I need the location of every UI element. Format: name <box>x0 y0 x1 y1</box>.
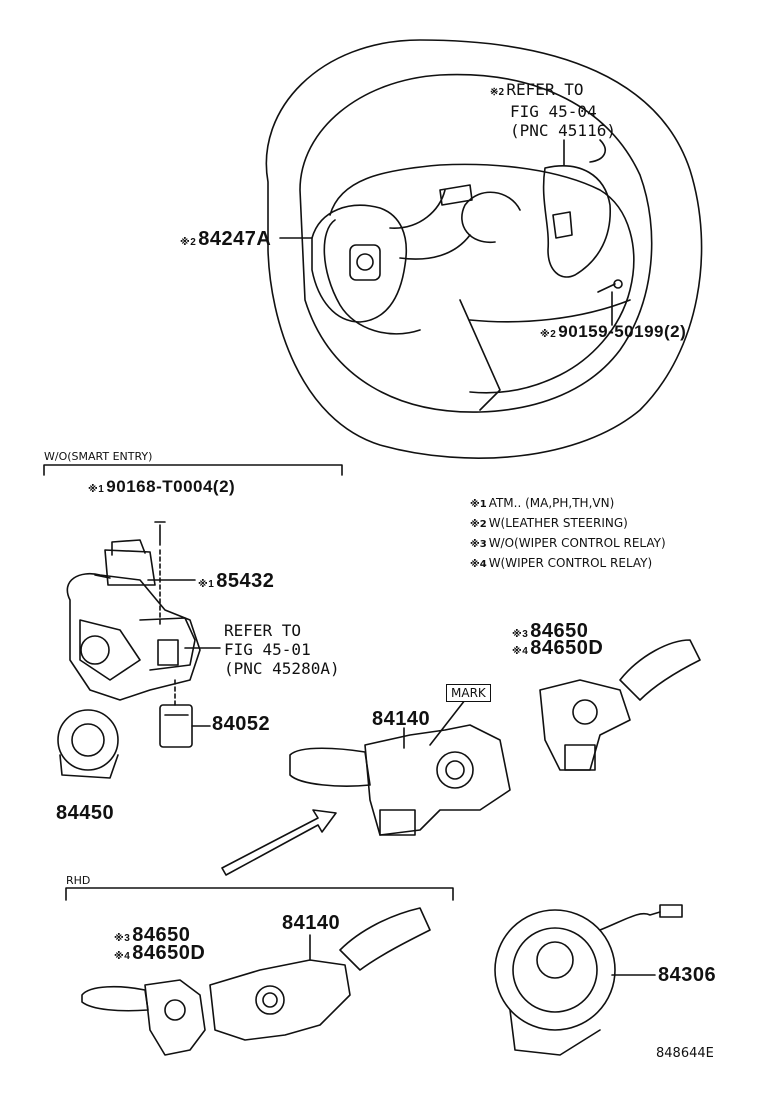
rhd-combination-switch <box>209 907 431 1041</box>
legend-mark: ※1 <box>470 499 487 510</box>
legend-text: W(LEATHER STEERING) <box>488 516 628 530</box>
legend-mark: ※2 <box>470 519 487 530</box>
ignition-lock-assembly <box>66 573 201 701</box>
ref-line2: FIG 45-04 <box>510 102 597 121</box>
part-84140[interactable]: 84140 <box>372 708 431 730</box>
part-number: 84650 <box>530 620 589 642</box>
steering-wheel <box>265 39 703 459</box>
leader-ref-4504 <box>563 139 606 166</box>
lock-85432 <box>94 539 156 586</box>
direction-arrow <box>221 809 337 876</box>
part-number: 90168-T0004(2) <box>106 477 236 496</box>
ignition-84450 <box>57 709 119 779</box>
legend-text: W/O(WIPER CONTROL RELAY) <box>488 536 666 550</box>
part-84306[interactable]: 84306 <box>658 964 717 986</box>
legend-mark: ※4 <box>470 559 487 570</box>
note-mark: ※1 <box>198 579 215 590</box>
ref-line3: (PNC 45116) <box>510 121 616 140</box>
ref-line1: REFER TO <box>506 80 584 99</box>
legend-text: W(WIPER CONTROL RELAY) <box>488 556 653 570</box>
screw-90168 <box>154 521 166 546</box>
note-mark: ※4 <box>114 951 131 962</box>
legend-mark: ※3 <box>470 539 487 550</box>
steering-pad-switch <box>311 184 473 323</box>
part-rhd-84140[interactable]: 84140 <box>282 912 341 934</box>
ref-line2: FIG 45-01 <box>224 640 311 659</box>
wiper-switch-84650 <box>539 639 701 771</box>
ref-line3: (PNC 45280A) <box>224 659 340 678</box>
switch-84052 <box>159 704 193 748</box>
rhd-wiper-switch <box>81 979 206 1056</box>
steering-pad-switch-right <box>542 165 611 278</box>
group-label-rhd: RHD <box>66 874 91 887</box>
note-mark: ※3 <box>114 933 131 944</box>
note-mark: ※2 <box>180 237 197 248</box>
note-mark: ※1 <box>88 484 105 495</box>
legend-text: ATM.. (MA,PH,TH,VN) <box>488 496 615 510</box>
figure-id: 848644E <box>656 1046 714 1061</box>
mark-label: MARK <box>446 684 491 702</box>
group-label-smart-entry: W/O(SMART ENTRY) <box>44 450 153 463</box>
ref-line1: REFER TO <box>224 621 302 640</box>
group-line-rhd <box>65 887 454 901</box>
note-mark: ※2 <box>540 329 557 340</box>
combination-switch-84140 <box>289 724 511 836</box>
part-number: 84650D <box>530 637 604 659</box>
spiral-cable-84306 <box>494 904 683 1056</box>
part-number: 90159-50199(2) <box>558 322 687 341</box>
ref-fig-45-01: REFER TO FIG 45-01 (PNC 45280A) <box>224 621 340 678</box>
part-number: 85432 <box>216 570 275 592</box>
note-mark: ※3 <box>512 629 529 640</box>
group-line-smart-entry <box>43 464 343 476</box>
leader-mark <box>429 699 466 746</box>
note-mark: ※2 <box>490 87 505 98</box>
screw-90159 <box>597 279 623 293</box>
part-number: 84247A <box>198 228 272 250</box>
note-mark: ※4 <box>512 646 529 657</box>
part-number: 84650D <box>132 942 206 964</box>
part-84450[interactable]: 84450 <box>56 802 115 824</box>
part-number: 84650 <box>132 924 191 946</box>
part-84052[interactable]: 84052 <box>212 713 271 735</box>
